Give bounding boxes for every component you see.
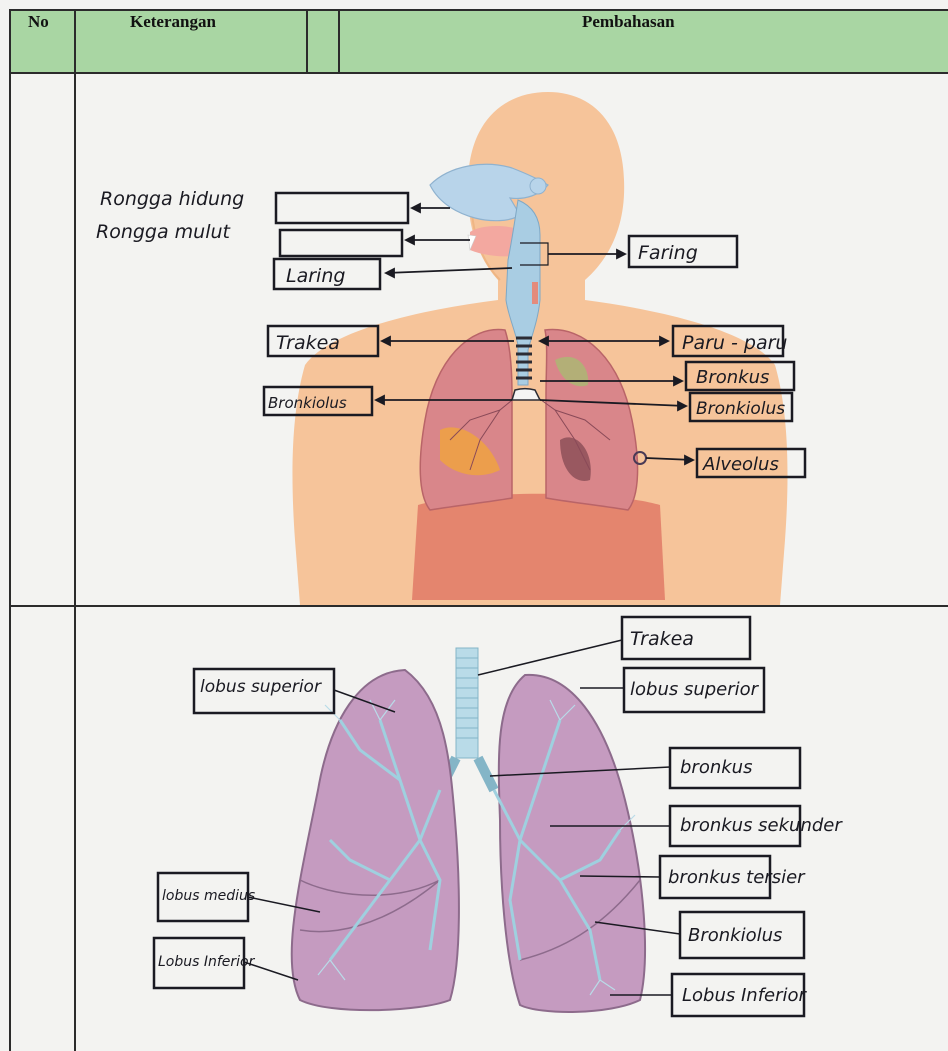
label-alveolus: Alveolus — [702, 454, 779, 475]
answer-box-mulut — [280, 230, 402, 256]
label-paru: Paru - paru — [682, 332, 787, 354]
answer-box-hidung — [276, 193, 408, 223]
label-rongga-hidung: Rongga hidung — [100, 188, 244, 210]
label-bronkiolus-right: Bronkiolus — [696, 399, 785, 419]
label-lobus-superior-left: lobus superior — [200, 677, 322, 697]
label-bronkus-sekunder: bronkus sekunder — [680, 815, 843, 836]
label-lobus-inferior-left: Lobus Inferior — [158, 954, 256, 970]
label-faring: Faring — [638, 242, 698, 264]
respiratory-system-diagram: Rongga hidung Rongga mulut Laring Trakea… — [76, 74, 948, 605]
label-lobus-inferior-right: Lobus Inferior — [682, 985, 808, 1006]
header-pembahasan: Pembahasan — [582, 12, 675, 32]
label-bronkiolus-2: Bronkiolus — [688, 925, 782, 946]
lungs-detail-diagram: lobus superior lobus medius Lobus Inferi… — [76, 607, 948, 1051]
table-border-top — [10, 9, 948, 11]
label-lobus-superior-right: lobus superior — [630, 679, 760, 700]
label-bronkus-2: bronkus — [680, 757, 752, 778]
label-trakea: Trakea — [276, 332, 340, 354]
label-bronkus-tersier: bronkus tersier — [668, 867, 806, 888]
header-cell-spacer — [308, 10, 338, 72]
label-trakea-2: Trakea — [630, 628, 694, 650]
label-bronkus: Bronkus — [696, 367, 769, 388]
label-rongga-mulut: Rongga mulut — [96, 221, 232, 243]
table-col-divider-3 — [338, 9, 340, 73]
header-keterangan: Keterangan — [130, 12, 216, 32]
table-border-left — [9, 9, 11, 1051]
header-no: No — [28, 12, 49, 32]
label-laring: Laring — [286, 265, 345, 287]
label-bronkiolus-left: Bronkiolus — [268, 394, 347, 412]
table-col-divider-2 — [306, 9, 308, 73]
label-lobus-medius: lobus medius — [162, 888, 255, 904]
